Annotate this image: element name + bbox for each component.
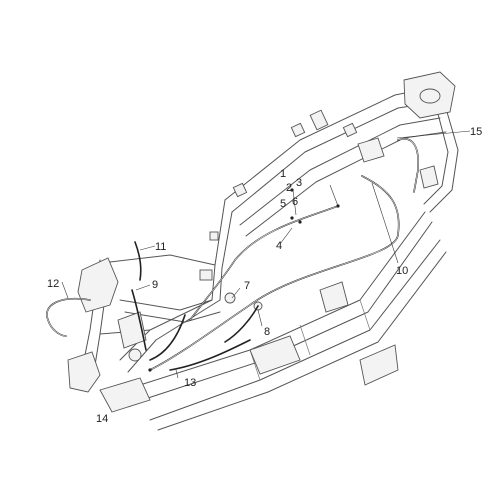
- callout-14: 14: [96, 413, 108, 425]
- callout-15: 15: [470, 126, 482, 138]
- callout-11: 11: [155, 241, 166, 253]
- callout-6: 6: [292, 196, 298, 208]
- callout-5: 5: [280, 198, 286, 210]
- callout-8: 8: [264, 326, 270, 338]
- leader-lines: [61, 130, 471, 379]
- callout-7: 7: [244, 280, 250, 292]
- callout-12: 12: [47, 278, 59, 290]
- cable-11: [134, 241, 142, 281]
- cable-8: [224, 305, 259, 343]
- cable-10: [149, 175, 400, 371]
- callout-9: 9: [152, 279, 158, 291]
- callout-4: 4: [276, 240, 282, 252]
- cable-9: [131, 289, 147, 351]
- callouts: 1 2 3 4 5 6 7 8 9 10 11 12 13 14 15: [47, 126, 482, 425]
- callout-3: 3: [296, 177, 302, 189]
- cable-13: [149, 314, 251, 371]
- cable-4: [189, 205, 339, 321]
- callout-13: 13: [184, 377, 196, 389]
- fasteners: [148, 188, 340, 372]
- cables: [46, 138, 420, 371]
- scooter-frame: [67, 71, 459, 431]
- callout-10: 10: [396, 265, 408, 277]
- callout-1: 1: [280, 168, 286, 180]
- callout-2: 2: [286, 182, 292, 194]
